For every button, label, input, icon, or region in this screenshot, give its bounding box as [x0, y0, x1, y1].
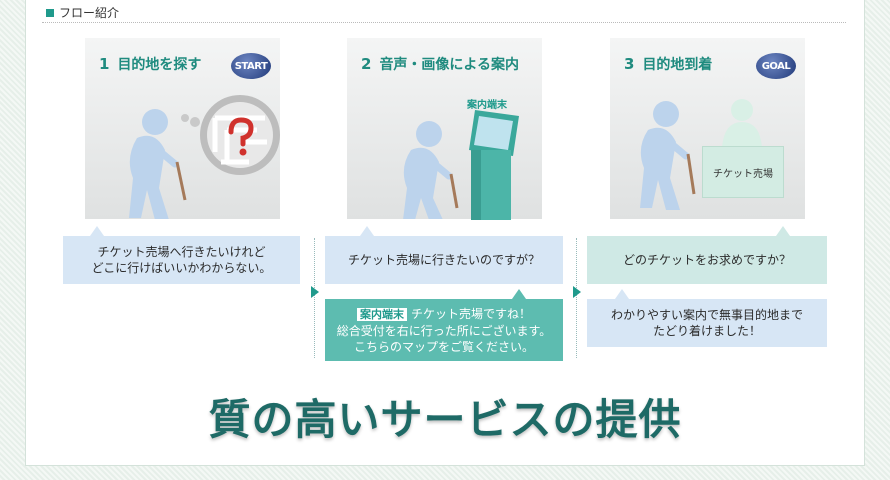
bubble-line: こちらのマップをご覧ください。 — [353, 339, 534, 354]
step-3-staff-bubble: どのチケットをお求めですか？ — [587, 236, 827, 284]
bubble-pointer — [615, 289, 629, 299]
section-title: フロー紹介 — [59, 6, 120, 20]
headline: 質の高いサービスの提供 — [208, 395, 682, 444]
elderly-person-icon — [403, 121, 459, 219]
bubble-pointer — [512, 289, 526, 299]
goal-badge: GOAL — [756, 53, 796, 79]
section-header: フロー紹介 — [46, 4, 119, 21]
elderly-person-icon — [640, 99, 762, 210]
square-bullet-icon — [46, 8, 54, 17]
kiosk-tag: 案内端末 — [356, 307, 407, 321]
start-badge: START — [231, 53, 271, 79]
step-2-card: 2 音声・画像による案内 案内端末 — [347, 38, 542, 220]
bubble-line: 案内端末チケット売場ですね！ — [356, 306, 531, 323]
ticket-counter-icon: チケット売場 — [702, 146, 784, 198]
bubble-line: わかりやすい案内で無事目的地まで — [610, 308, 803, 322]
divider-line — [576, 238, 577, 358]
kiosk-icon — [469, 110, 519, 220]
bubble-line: 総合受付を右に行った所にございます。 — [336, 323, 552, 338]
bubble-pointer — [776, 226, 790, 236]
section-divider — [42, 22, 846, 23]
kiosk-label: 案内端末 — [467, 100, 507, 111]
step-3-label: 目的地到着 — [642, 57, 713, 73]
elderly-person-icon — [129, 109, 200, 219]
step-2-user-bubble: チケット売場に行きたいのですが？ — [325, 236, 563, 284]
step-1-card: 1 目的地を探す START — [85, 38, 280, 219]
step-3-number: 3 — [624, 55, 635, 73]
step-1-number: 1 — [99, 55, 110, 73]
step-1-user-bubble: チケット売場へ行きたいけれど どこに行けばいいかわからない。 — [63, 236, 300, 284]
kiosk-reply-line-1: チケット売場ですね！ — [410, 306, 531, 321]
maze-question-icon — [200, 95, 280, 175]
step-2-label: 音声・画像による案内 — [379, 57, 520, 73]
divider-line — [314, 238, 315, 358]
step-2-kiosk-bubble: 案内端末チケット売場ですね！ 総合受付を右に行った所にございます。 こちらのマッ… — [325, 299, 563, 361]
step-2-number: 2 — [361, 55, 372, 73]
bubble-pointer — [360, 226, 374, 236]
ticket-counter-label: チケット売場 — [713, 168, 773, 180]
step-1-label: 目的地を探す — [117, 57, 202, 73]
flow-arrow-icon — [311, 286, 319, 298]
step-2-title: 2 音声・画像による案内 — [361, 54, 519, 74]
step-3-title: 3 目的地到着 — [624, 54, 712, 74]
bubble-line: チケット売場に行きたいのですが？ — [347, 253, 540, 267]
flow-panel: フロー紹介 1 目的地を探す START 2 音声・画像による案内 — [26, 0, 864, 465]
step-3-user-bubble: わかりやすい案内で無事目的地まで たどり着けました！ — [587, 299, 827, 347]
step-1-title: 1 目的地を探す — [99, 54, 201, 74]
step-3-card: 3 目的地到着 GOAL チケット売場 — [610, 38, 805, 219]
bubble-pointer — [90, 226, 104, 236]
bubble-line: チケット売場へ行きたいけれど — [97, 245, 266, 259]
bubble-line: どのチケットをお求めですか？ — [622, 253, 791, 267]
bubble-line: たどり着けました！ — [652, 324, 761, 338]
flow-arrow-icon — [573, 286, 581, 298]
bubble-line: どこに行けばいいかわからない。 — [91, 261, 272, 275]
